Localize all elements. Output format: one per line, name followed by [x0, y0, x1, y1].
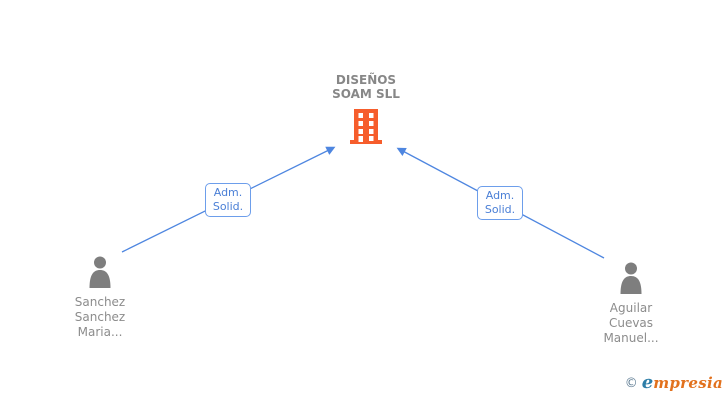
person-icon[interactable] [617, 262, 645, 294]
person-name: Sanchez Sanchez Maria... [74, 295, 126, 339]
brand-initial: e [641, 372, 654, 393]
company-name: DISEÑOS SOAM SLL [332, 73, 400, 101]
person-node-right[interactable]: Aguilar Cuevas Manuel... [591, 262, 671, 346]
building-icon[interactable] [349, 109, 383, 144]
company-node[interactable]: DISEÑOS SOAM SLL [326, 73, 406, 148]
person-node-left[interactable]: Sanchez Sanchez Maria... [60, 256, 140, 340]
person-name: Aguilar Cuevas Manuel... [603, 301, 659, 345]
edge-label-right: Adm. Solid. [477, 186, 523, 220]
brand-text: mpresia [653, 374, 723, 392]
copyright-symbol: © [624, 376, 638, 391]
person-icon[interactable] [86, 256, 114, 288]
empresia-logo: ©empresia [625, 372, 723, 393]
edge-label-left: Adm. Solid. [205, 183, 251, 217]
